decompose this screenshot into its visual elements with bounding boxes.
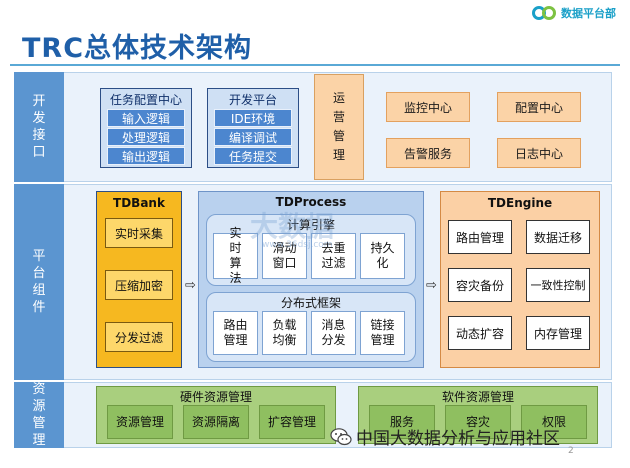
dev-platform-item[interactable]: 编译调试 <box>214 128 292 146</box>
tdbank-item[interactable]: 实时采集 <box>105 218 173 248</box>
tdengine-item[interactable]: 路由管理 <box>448 220 512 254</box>
wechat-icon <box>330 427 352 445</box>
hardware-title: 硬件资源管理 <box>179 389 252 404</box>
brand-text: 数据平台部 <box>561 7 616 20</box>
tdengine-item[interactable]: 动态扩容 <box>448 316 512 350</box>
tdengine-item[interactable]: 一致性控制 <box>526 268 590 302</box>
tdengine: TDEngine 路由管理 数据迁移 容灾备份 一致性控制 动态扩容 内存管理 <box>440 191 600 368</box>
compute-item[interactable]: 滑动窗口 <box>262 233 307 279</box>
software-resource-management: 软件资源管理 服务 容灾 权限 <box>358 386 598 444</box>
brand: 数据平台部 <box>531 2 616 24</box>
software-item[interactable]: 容灾 <box>445 405 511 439</box>
compute-item[interactable]: 实时算法 <box>213 226 258 285</box>
software-item[interactable]: 权限 <box>521 405 587 439</box>
compute-engine-title: 计算引擎 <box>286 217 335 232</box>
resource-band-label: 资源管理 <box>14 382 64 448</box>
hardware-resource-management: 硬件资源管理 资源管理 资源隔离 扩容管理 <box>96 386 336 444</box>
alert-service[interactable]: 告警服务 <box>386 138 470 168</box>
tdengine-item[interactable]: 容灾备份 <box>448 268 512 302</box>
distributed-item[interactable]: 消息分发 <box>311 311 356 355</box>
config-center[interactable]: 配置中心 <box>497 92 581 122</box>
infinity-logo-icon <box>532 6 556 20</box>
ops-management[interactable]: 运营管理 <box>314 74 364 180</box>
distributed-framework-title: 分布式框架 <box>280 295 341 310</box>
dev-platform-item[interactable]: 任务提交 <box>214 147 292 165</box>
tdengine-item[interactable]: 内存管理 <box>526 316 590 350</box>
compute-engine: 计算引擎 实时算法 滑动窗口 去重过滤 持久化 <box>206 214 416 286</box>
compute-item[interactable]: 去重过滤 <box>311 233 356 279</box>
right-arrow-icon: ⇨ <box>426 278 437 293</box>
tdprocess-title: TDProcess <box>275 195 347 209</box>
dev-platform-item[interactable]: IDE环境 <box>214 109 292 127</box>
dev-platform-title: 开发平台 <box>228 92 277 107</box>
tdbank: TDBank 实时采集 压缩加密 分发过滤 <box>96 191 182 368</box>
dev-platform: 开发平台 IDE环境 编译调试 任务提交 <box>207 88 299 168</box>
hardware-item[interactable]: 资源管理 <box>107 405 173 439</box>
footer-credit: 中国大数据分析与应用社区 <box>330 424 560 449</box>
right-arrow-icon: ⇨ <box>185 278 196 293</box>
task-config-center: 任务配置中心 输入逻辑 处理逻辑 输出逻辑 <box>100 88 192 168</box>
watermark-url: www.36dsj.com <box>262 240 333 250</box>
software-item[interactable]: 服务 <box>369 405 435 439</box>
tdbank-item[interactable]: 分发过滤 <box>105 322 173 352</box>
dev-band-label: 开发接口 <box>14 72 64 182</box>
distributed-item[interactable]: 负载均衡 <box>262 311 307 355</box>
task-config-item[interactable]: 输入逻辑 <box>107 109 185 127</box>
tdengine-item[interactable]: 数据迁移 <box>526 220 590 254</box>
page-number: 2 <box>568 446 574 456</box>
tdbank-title: TDBank <box>113 196 165 210</box>
tdengine-title: TDEngine <box>487 196 553 210</box>
monitor-center[interactable]: 监控中心 <box>386 92 470 122</box>
distributed-item[interactable]: 路由管理 <box>213 311 258 355</box>
distributed-framework: 分布式框架 路由管理 负载均衡 消息分发 链接管理 <box>206 292 416 362</box>
task-config-item[interactable]: 输出逻辑 <box>107 147 185 165</box>
compute-item[interactable]: 持久化 <box>360 233 405 279</box>
platform-band-label: 平台组件 <box>14 184 64 380</box>
footer-text: 中国大数据分析与应用社区 <box>356 429 560 449</box>
tdprocess: TDProcess 计算引擎 实时算法 滑动窗口 去重过滤 持久化 分布式框架 … <box>198 191 424 368</box>
task-config-item[interactable]: 处理逻辑 <box>107 128 185 146</box>
tdbank-item[interactable]: 压缩加密 <box>105 270 173 300</box>
task-config-title: 任务配置中心 <box>109 92 182 107</box>
watermark: 大数据 <box>250 210 335 243</box>
page-title: TRC总体技术架构 <box>22 33 253 64</box>
log-center[interactable]: 日志中心 <box>497 138 581 168</box>
hardware-item[interactable]: 资源隔离 <box>183 405 249 439</box>
software-title: 软件资源管理 <box>441 389 514 404</box>
hardware-item[interactable]: 扩容管理 <box>259 405 325 439</box>
title-divider <box>10 64 620 66</box>
distributed-item[interactable]: 链接管理 <box>360 311 405 355</box>
